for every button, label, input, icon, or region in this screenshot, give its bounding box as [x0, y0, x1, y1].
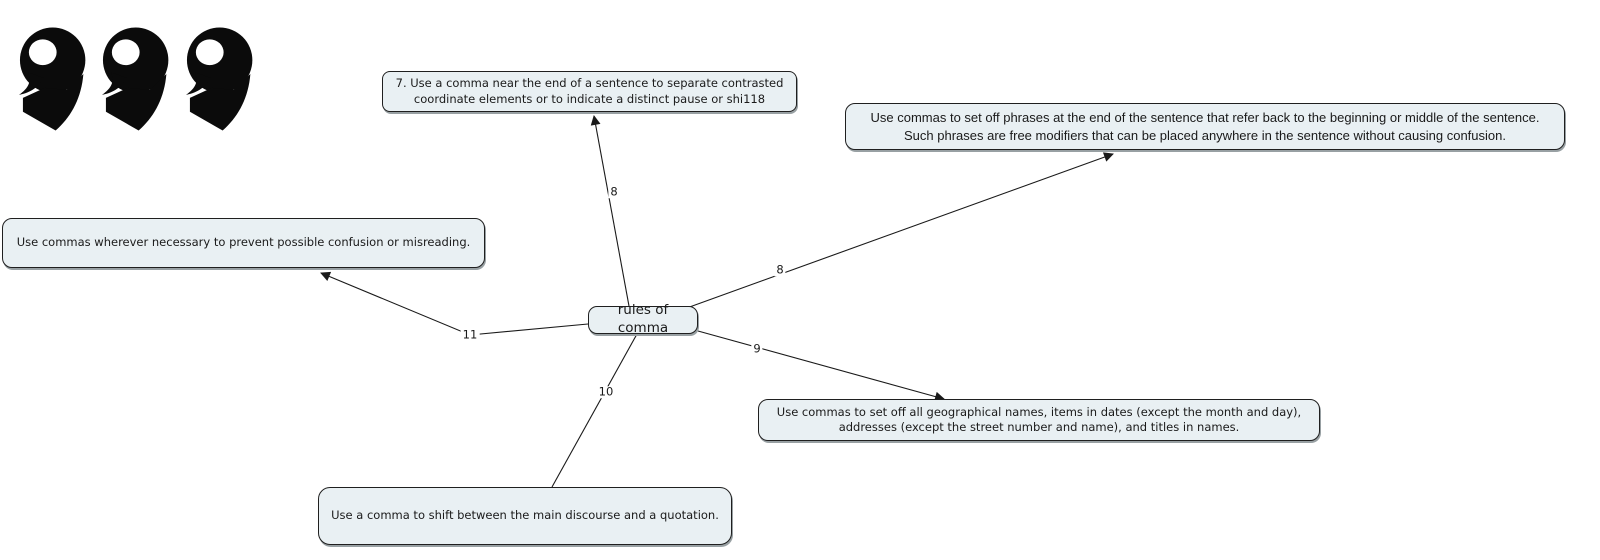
node-rule-8[interactable]: Use commas to set off phrases at the end… — [845, 103, 1565, 150]
node-rule-10[interactable]: Use a comma to shift between the main di… — [318, 487, 732, 545]
edge-to-rule-8 — [683, 152, 1114, 310]
edge-label-11[interactable]: 11 — [460, 327, 480, 342]
comma-glyph-icon — [102, 27, 169, 131]
edge-label-9[interactable]: 9 — [751, 341, 763, 356]
edge-to-rule-10 — [551, 333, 638, 488]
comma-marks-icon — [15, 26, 255, 136]
node-rules-of-comma[interactable]: rules of comma — [588, 302, 698, 336]
edge-to-rule-9 — [697, 330, 945, 402]
edge-label-8b[interactable]: 8 — [774, 262, 786, 277]
edge-label-8a[interactable]: 8 — [608, 184, 620, 199]
comma-glyph-icon — [18, 27, 86, 131]
comma-glyph-icon — [185, 27, 253, 131]
edge-to-rule-11 — [320, 271, 589, 336]
edge-label-10[interactable]: 10 — [596, 384, 616, 399]
node-rule-9[interactable]: Use commas to set off all geographical n… — [758, 399, 1320, 441]
edge-to-rule-7 — [590, 115, 630, 307]
node-rule-11[interactable]: Use commas wherever necessary to prevent… — [2, 218, 485, 268]
node-rule-7[interactable]: 7. Use a comma near the end of a sentenc… — [382, 71, 797, 112]
